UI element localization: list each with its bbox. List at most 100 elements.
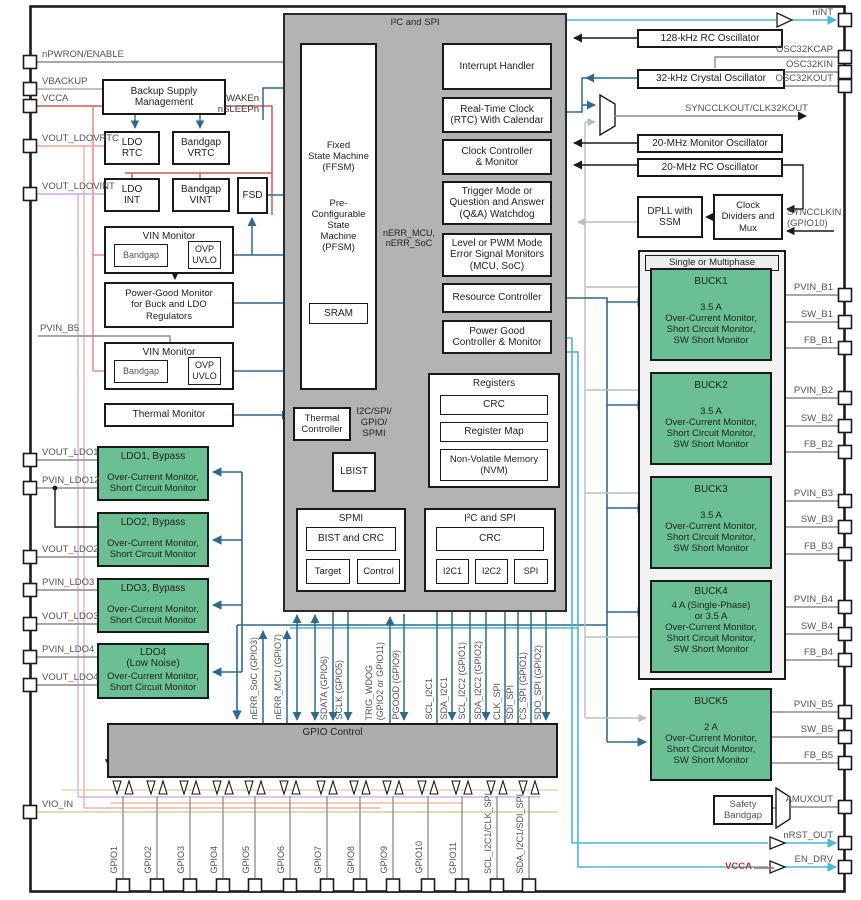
ldo-int-block: LDO INT: [104, 178, 160, 212]
ffsm-label: Fixed State Machine (FFSM): [308, 140, 369, 173]
vin-monitor1-title: VIN Monitor: [142, 231, 196, 242]
buck5-body: 2 A Over-Current Monitor, Short Circuit …: [665, 722, 757, 766]
pin-gpio5: GPIO5: [241, 846, 251, 874]
sram-block: SRAM: [309, 303, 368, 324]
pin-osc32kcap: OSC32KCAP: [775, 44, 833, 55]
signal-pgood: PGOOD (GPIO9): [391, 650, 401, 720]
i2c1-block: I2C1: [436, 559, 469, 584]
syncclkin-label: SYNCCLKIN (GPIO10): [787, 207, 842, 229]
signal-sclk: SCLK (GPIO5): [334, 660, 344, 720]
vin-monitor2-bandgap: Bandgap: [114, 360, 168, 383]
signal-sda-i2c1: SDA_I2C1: [439, 677, 449, 720]
pin-sw-b5: SW_B5: [800, 724, 833, 735]
pin-vout-ldo1: VOUT_LDO1: [42, 447, 99, 458]
ldo2-title: LDO2, Bypass: [120, 517, 186, 528]
buck4-title: BUCK4: [694, 586, 728, 597]
pin-gpio1: GPIO1: [109, 846, 119, 874]
interrupt-handler-block: Interrupt Handler: [442, 43, 552, 90]
i2c2-block: I2C2: [475, 559, 508, 584]
buck1-body: 3.5 A Over-Current Monitor, Short Circui…: [665, 302, 757, 346]
wake-nsleep-label: WAKEn nSLEEPn: [217, 93, 259, 115]
signal-clk-spi: CLK_SPI: [492, 682, 502, 720]
power-good-controller-block: Power Good Controller & Monitor: [442, 320, 552, 354]
pin-osc32kout: OSC32KOUT: [775, 73, 833, 84]
vin-monitor2-ovp-uvlo: OVP UVLO: [188, 357, 221, 385]
registers-crc-block: CRC: [440, 395, 548, 415]
pin-squares: [22, 12, 853, 893]
error-monitors-block: Level or PWM Mode Error Signal Monitors …: [442, 233, 552, 277]
buck3-title: BUCK3: [694, 484, 728, 495]
thermal-controller-block: Thermal Controller: [293, 407, 351, 441]
power-good-monitor-block: Power-Good Monitor for Buck and LDO Regu…: [104, 282, 234, 328]
pvin-b5-net-label: PVIN_B5: [40, 323, 80, 334]
pin-vbackup: VBACKUP: [42, 76, 88, 87]
pin-vio-in: VIO_IN: [42, 799, 74, 810]
clock-controller-block: Clock Controller & Monitor: [442, 139, 552, 175]
buck3-body: 3.5 A Over-Current Monitor, Short Circui…: [665, 510, 757, 554]
ldo1-body: Over-Current Monitor, Short Circuit Moni…: [107, 472, 199, 494]
vin-monitor1-bandgap: Bandgap: [114, 244, 168, 267]
buck5-title: BUCK5: [694, 696, 728, 707]
pin-sw-b2: SW_B2: [800, 413, 833, 424]
ldo3-body: Over-Current Monitor, Short Circuit Moni…: [107, 604, 199, 626]
pin-pvin-b1: PVIN_B1: [793, 282, 833, 293]
pin-gpio4: GPIO4: [209, 846, 219, 874]
pin-npwron: nPWRON/ENABLE: [42, 49, 124, 60]
gpio-control-block: [107, 723, 558, 778]
pin-gpio3: GPIO3: [176, 846, 186, 874]
buck1-block: BUCK1 3.5 A Over-Current Monitor, Short …: [650, 268, 772, 361]
bandgap-vrtc-block: Bandgap VRTC: [172, 131, 230, 165]
osc-32k-block: 32-kHz Crystal Oscillator: [637, 69, 785, 89]
lbist-block: LBIST: [332, 452, 376, 492]
pin-pvin-b5: PVIN_B5: [793, 699, 833, 710]
buck2-title: BUCK2: [694, 380, 728, 391]
pin-sda-i2c1-sdi-spi: SDA_I2C1/SDI_SPI: [515, 794, 525, 874]
bus-label: I2C/SPI/ GPIO/ SPMI: [356, 406, 392, 439]
pin-fb-b1: FB_B1: [803, 335, 833, 346]
i2c-spi-title: I²C and SPI: [464, 513, 516, 524]
pin-amuxout: AMUXOUT: [785, 794, 834, 805]
buck2-block: BUCK2 3.5 A Over-Current Monitor, Short …: [650, 372, 772, 465]
buck3-block: BUCK3 3.5 A Over-Current Monitor, Short …: [650, 476, 772, 569]
syncclkout-label: SYNCCLKOUT/CLK32KOUT: [684, 103, 808, 114]
buck4-body: 4 A (Single-Phase) or 3.5 A Over-Current…: [665, 600, 757, 655]
pin-vcca: VCCA: [42, 93, 69, 104]
pin-fb-b3: FB_B3: [803, 541, 833, 552]
thermal-monitor-block: Thermal Monitor: [104, 403, 234, 427]
pin-vout-ldovint: VOUT_LDOVINT: [42, 181, 115, 192]
pin-pvin-ldo3: PVIN_LDO3: [42, 577, 95, 588]
clock-dividers-block: Clock Dividers and Mux: [713, 194, 783, 240]
vin-monitor2-title: VIN Monitor: [142, 347, 196, 358]
registers-title: Registers: [472, 378, 516, 389]
clock-output-mux: [599, 93, 616, 137]
signal-sdi-spi: SDI_SPI: [505, 685, 515, 720]
pin-sw-b1: SW_B1: [800, 309, 833, 320]
ldo1-block: LDO1, Bypass Over-Current Monitor, Short…: [97, 446, 209, 501]
pin-gpio8: GPIO8: [346, 846, 356, 874]
ldo3-block: LDO3, Bypass Over-Current Monitor, Short…: [97, 578, 209, 633]
signal-cs-spi: CS_SPI (GPIO1): [518, 651, 528, 720]
vin-monitor1-ovp-uvlo: OVP UVLO: [188, 241, 221, 269]
core-title: I²C and SPI: [390, 17, 440, 28]
pin-gpio11: GPIO11: [448, 842, 458, 874]
amux-mux: [775, 786, 791, 830]
nvm-block: Non-Volatile Memory (NVM): [440, 449, 548, 481]
pin-scl-i2c1-clk-spi: SCL_I2C1/CLK_SPI: [483, 792, 493, 874]
ldo1-title: LDO1, Bypass: [120, 451, 186, 462]
fsd-block: FSD: [237, 177, 268, 214]
bandgap-vint-block: Bandgap VINT: [172, 178, 230, 212]
pin-vout-ldo4: VOUT_LDO4: [42, 672, 99, 683]
pin-vout-ldo3: VOUT_LDO3: [42, 611, 99, 622]
signal-sda-i2c2: SDA_I2C2 (GPIO2): [473, 641, 483, 720]
signal-nerr-soc: nERR_SoC (GPIO3): [249, 637, 259, 720]
osc-20m-rc-block: 20-MHz RC Oscillator: [637, 158, 783, 177]
i2c-spi-crc-block: CRC: [436, 527, 544, 551]
pin-pvin-b4: PVIN_B4: [793, 594, 833, 605]
signal-nerr-mcu: nERR_MCU (GPIO7): [273, 634, 283, 720]
ldo4-body: Over-Current Monitor, Short Circuit Moni…: [107, 671, 199, 693]
ldo4-title: LDO4 (Low Noise): [126, 647, 180, 669]
spmi-target-block: Target: [306, 559, 350, 584]
pin-fb-b2: FB_B2: [803, 439, 833, 450]
pin-pvin-ldo4: PVIN_LDO4: [42, 644, 95, 655]
